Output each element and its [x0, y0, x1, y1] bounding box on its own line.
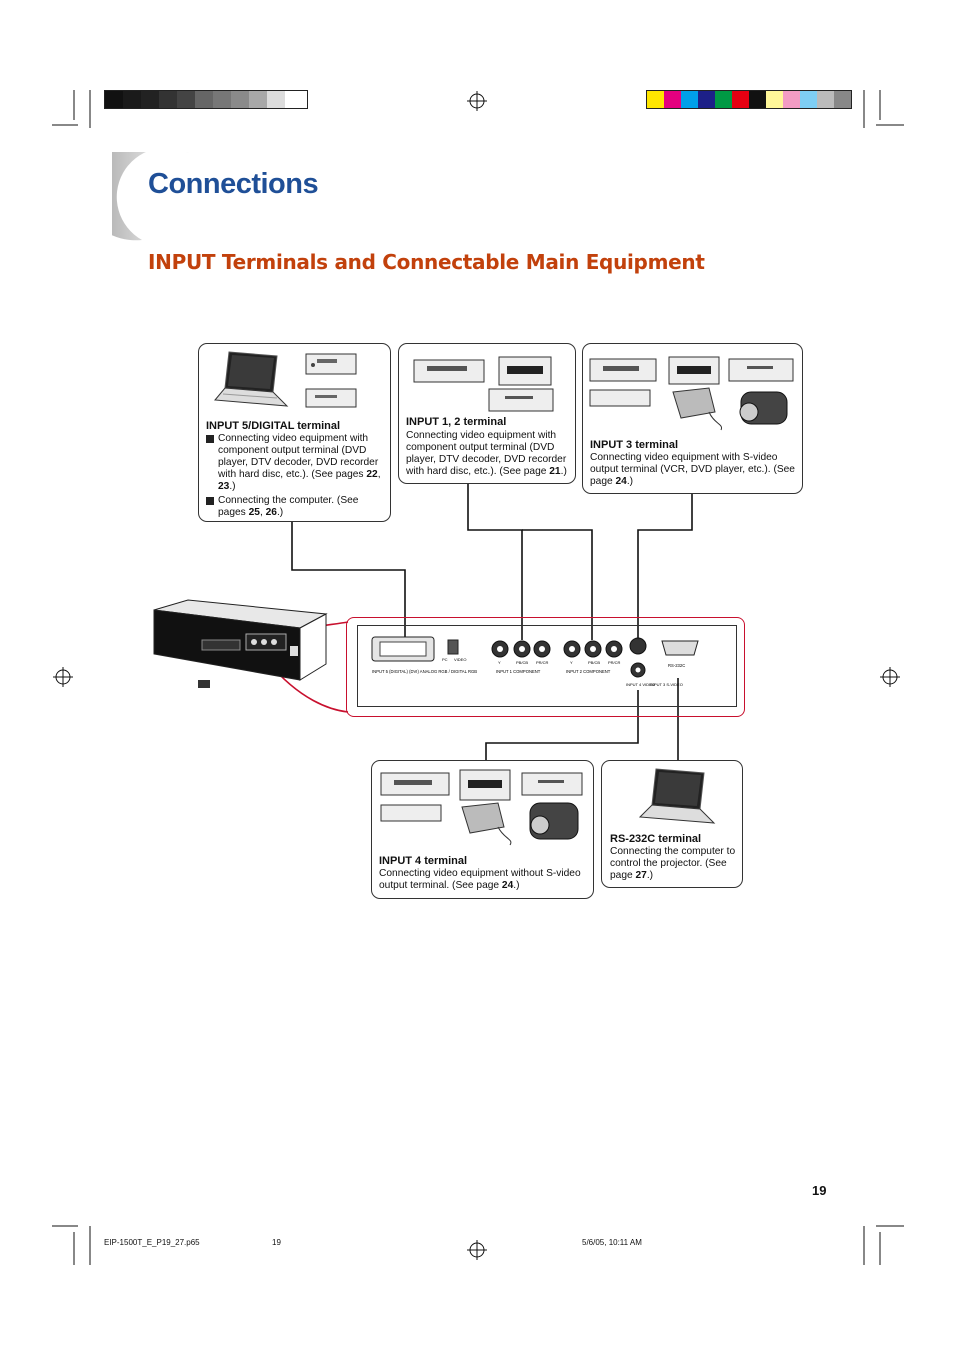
laptop-illustration	[638, 768, 716, 824]
page-title: Connections	[148, 168, 319, 200]
input1-rca-jacks	[491, 640, 551, 658]
input12-title: INPUT 1, 2 terminal	[406, 416, 507, 428]
input12-box: INPUT 1, 2 terminal Connecting video equ…	[398, 343, 576, 484]
input1-panel-label: INPUT 1 COMPONENT	[496, 669, 541, 674]
input3-title: INPUT 3 terminal	[590, 439, 679, 451]
input5-title: INPUT 5/DIGITAL terminal	[206, 420, 341, 432]
switch-label-video: VIDEO	[454, 657, 466, 662]
input5-bullet-computer: Connecting the computer. (See pages 25, …	[206, 495, 384, 519]
input4-title: INPUT 4 terminal	[379, 855, 468, 867]
input3-panel-label: INPUT 3 S-VIDEO	[650, 682, 683, 687]
input2-jack-pr: PR/CR	[608, 660, 621, 665]
footer-date: 5/6/05, 10:11 AM	[582, 1238, 642, 1247]
grayscale-calibration-bar	[104, 90, 308, 109]
rs232-panel-label: RS-232C	[668, 663, 685, 668]
input1-jack-pb: PB/CB	[516, 660, 528, 665]
input2-panel-label: INPUT 2 COMPONENT	[566, 669, 611, 674]
input5-description: Connecting video equipment with componen…	[206, 433, 384, 519]
svideo-jack	[629, 637, 647, 655]
input5-bullet-video: Connecting video equipment with componen…	[206, 433, 384, 493]
video-equipment-illustration	[380, 769, 583, 846]
rs232c-title: RS-232C terminal	[610, 833, 702, 845]
switch-label-pc: PC	[442, 657, 448, 662]
title-swoosh-graphic	[112, 152, 190, 241]
input4-description: Connecting video equipment without S-vid…	[379, 868, 581, 891]
rs232c-box: RS-232C terminal Connecting the computer…	[601, 760, 743, 888]
input5-panel-label: INPUT 5 (DIGITAL) (DVI) ANALOG RGB / DIG…	[372, 669, 477, 674]
input5-digital-box: INPUT 5/DIGITAL terminal Connecting vide…	[198, 343, 391, 522]
laptop-illustration	[214, 351, 289, 407]
input3-description: Connecting video equipment with S-video …	[590, 452, 795, 487]
color-calibration-bar	[646, 90, 852, 109]
registration-mark-top	[467, 91, 487, 111]
input3-box: INPUT 3 terminal Connecting video equipm…	[582, 343, 803, 494]
pc-video-switch	[447, 639, 459, 655]
page-number: 19	[812, 1183, 827, 1198]
registration-mark-right	[880, 667, 900, 687]
terminal-panel-diagram: PC VIDEO INPUT 5 (DIGITAL) (DVI) ANALOG …	[371, 636, 699, 687]
input2-jack-pb: PB/CB	[588, 660, 600, 665]
registration-mark-left	[53, 667, 73, 687]
input4-box: INPUT 4 terminal Connecting video equipm…	[371, 760, 594, 899]
input12-description: Connecting video equipment with componen…	[406, 430, 567, 477]
registration-mark-bottom	[467, 1240, 487, 1260]
input2-jack-y: Y	[570, 660, 573, 665]
footer-filename: EIP-1500T_E_P19_27.p65	[104, 1238, 200, 1247]
rs232c-description: Connecting the computer to control the p…	[610, 846, 736, 881]
projector-illustration	[153, 599, 328, 688]
terminal-panel-zoom	[346, 617, 745, 717]
vcr-dvd-illustration	[413, 356, 554, 412]
input1-jack-pr: PR/CR	[536, 660, 549, 665]
svideo-equipment-illustration	[589, 356, 794, 431]
footer-page: 19	[272, 1238, 281, 1247]
section-title: INPUT Terminals and Connectable Main Equ…	[148, 250, 705, 274]
rs232-connector	[661, 640, 699, 656]
dvd-player-illustration	[305, 353, 357, 408]
input4-panel-label: INPUT 4 VIDEO	[626, 682, 655, 687]
input1-jack-y: Y	[498, 660, 501, 665]
